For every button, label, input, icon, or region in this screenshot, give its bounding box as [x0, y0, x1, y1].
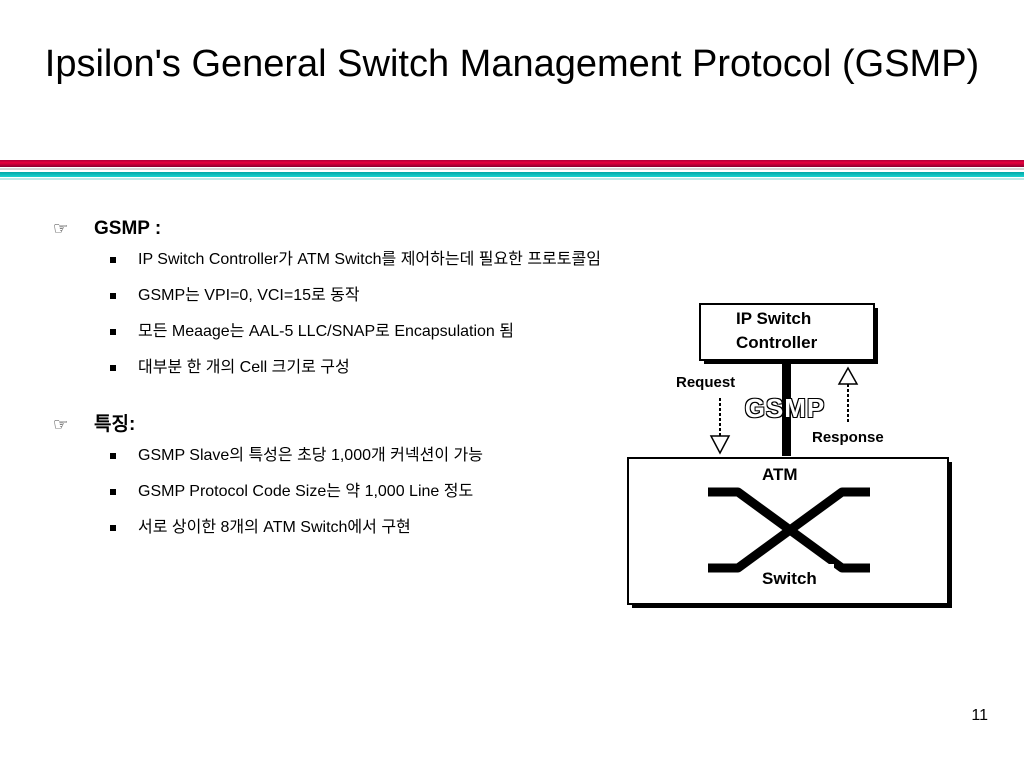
header-rule-teal — [0, 172, 1024, 177]
list-item: IP Switch Controller가 ATM Switch를 제어하는데 … — [50, 246, 610, 274]
square-bullet-icon — [110, 329, 116, 335]
gsmp-label: GSMP — [744, 393, 826, 423]
list-item: 대부분 한 개의 Cell 크기로 구성 — [50, 354, 610, 382]
square-bullet-icon — [110, 525, 116, 531]
list-item: 서로 상이한 8개의 ATM Switch에서 구현 — [50, 514, 610, 542]
list-item-text: 대부분 한 개의 Cell 크기로 구성 — [138, 359, 350, 376]
page-number: 11 — [971, 707, 988, 724]
crossbar-line — [708, 487, 870, 573]
list-item: GSMP는 VPI=0, VCI=15로 동작 — [50, 282, 610, 310]
section-heading-text: 특징: — [94, 414, 136, 435]
list-item: GSMP Protocol Code Size는 약 1,000 Line 정도 — [50, 478, 610, 506]
list-item-text: GSMP Protocol Code Size는 약 1,000 Line 정도 — [138, 483, 474, 500]
list-item-text: IP Switch Controller가 ATM Switch를 제어하는데 … — [138, 251, 601, 268]
request-label: Request — [668, 368, 774, 398]
response-arrow-head — [837, 366, 859, 385]
header-rule-teal-light — [0, 178, 1024, 180]
list-item: 모든 Meaage는 AAL-5 LLC/SNAP로 Encapsulation… — [50, 318, 610, 346]
controller-label: IP Switch Controller — [732, 307, 848, 355]
square-bullet-icon — [110, 293, 116, 299]
square-bullet-icon — [110, 453, 116, 459]
pointing-hand-icon: ☞ — [53, 219, 69, 238]
gsmp-diagram: IP Switch Controller Request GSMP Respon… — [620, 296, 960, 616]
pointing-hand-icon: ☞ — [53, 415, 69, 434]
header-rule-gray — [0, 168, 1024, 170]
switch-label: Switch — [756, 564, 834, 594]
request-arrow-head — [709, 435, 731, 455]
square-bullet-icon — [110, 257, 116, 263]
bullet-content: ☞ GSMP : IP Switch Controller가 ATM Switc… — [50, 212, 610, 550]
gsmp-link — [782, 360, 791, 456]
list-item-text: 모든 Meaage는 AAL-5 LLC/SNAP로 Encapsulation… — [138, 323, 514, 340]
slide-title: Ipsilon's General Switch Management Prot… — [44, 43, 980, 85]
square-bullet-icon — [110, 489, 116, 495]
list-item-text: GSMP는 VPI=0, VCI=15로 동작 — [138, 287, 360, 304]
list-item-text: GSMP Slave의 특성은 초당 1,000개 커넥션이 가능 — [138, 447, 483, 464]
list-item-text: 서로 상이한 8개의 ATM Switch에서 구현 — [138, 519, 411, 536]
response-label: Response — [804, 424, 912, 452]
atm-label: ATM — [754, 460, 834, 490]
square-bullet-icon — [110, 365, 116, 371]
section-heading: ☞ 특징: — [50, 408, 610, 442]
section-heading: ☞ GSMP : — [50, 212, 610, 246]
list-item: GSMP Slave의 특성은 초당 1,000개 커넥션이 가능 — [50, 442, 610, 470]
section-heading-text: GSMP : — [94, 218, 162, 239]
header-rule-red — [0, 160, 1024, 167]
